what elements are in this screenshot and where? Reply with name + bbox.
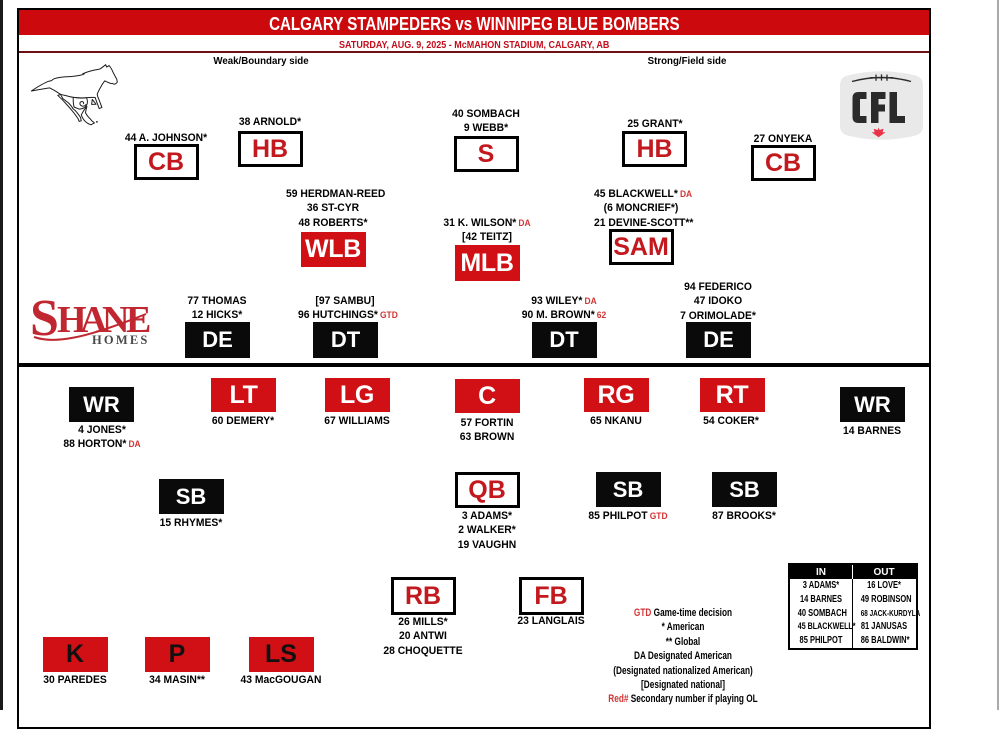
svg-text:A: A [80, 299, 108, 341]
svg-text:HOMES: HOMES [92, 333, 150, 347]
svg-text:N: N [102, 299, 129, 341]
svg-text:H: H [57, 299, 87, 341]
